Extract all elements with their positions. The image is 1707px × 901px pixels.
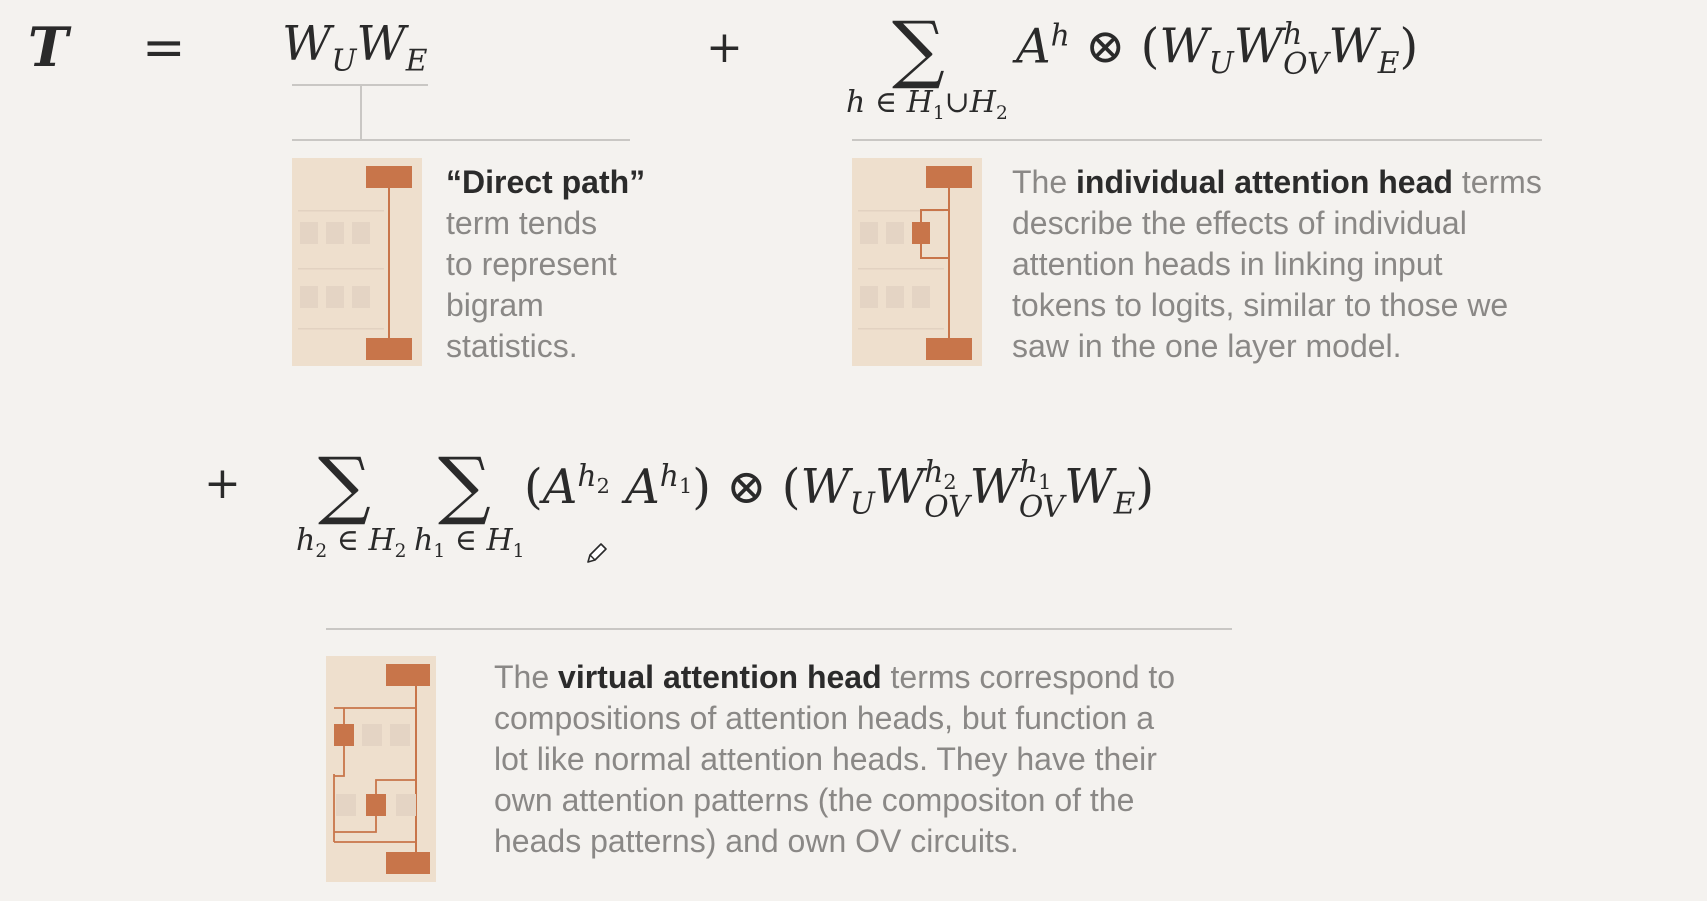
direct-path-description: “Direct path” term tends to represent bi…	[446, 164, 646, 364]
direct-path-term: WUWE	[282, 16, 428, 79]
divider-virtual	[326, 628, 1232, 630]
pen-cursor-icon	[587, 543, 607, 563]
equals-sign: =	[142, 18, 186, 78]
divider-individual	[852, 139, 1542, 141]
plus-sign-2: +	[204, 458, 241, 509]
lhs-T: T	[28, 15, 69, 79]
direct-path-diagram	[292, 158, 422, 366]
individual-head-diagram	[852, 158, 982, 366]
individual-head-description: The individual attention head terms desc…	[1012, 164, 1542, 364]
connector-direct	[360, 85, 362, 140]
sum-subscript-h2: h2 ∈ H2	[296, 523, 407, 562]
divider-direct	[292, 139, 630, 141]
virtual-head-diagram	[326, 656, 436, 882]
sum-symbol-h1: ∑	[438, 442, 491, 528]
sum-symbol-h2: ∑	[318, 442, 371, 528]
sum-symbol-individual: ∑	[892, 6, 945, 92]
plus-sign-1: +	[706, 22, 743, 73]
sum-subscript-individual: h ∈ H1∪H2	[846, 85, 1008, 124]
sum-subscript-h1: h1 ∈ H1	[414, 523, 525, 562]
underline-direct-short	[292, 84, 428, 86]
virtual-head-description: The virtual attention head terms corresp…	[494, 659, 1176, 859]
